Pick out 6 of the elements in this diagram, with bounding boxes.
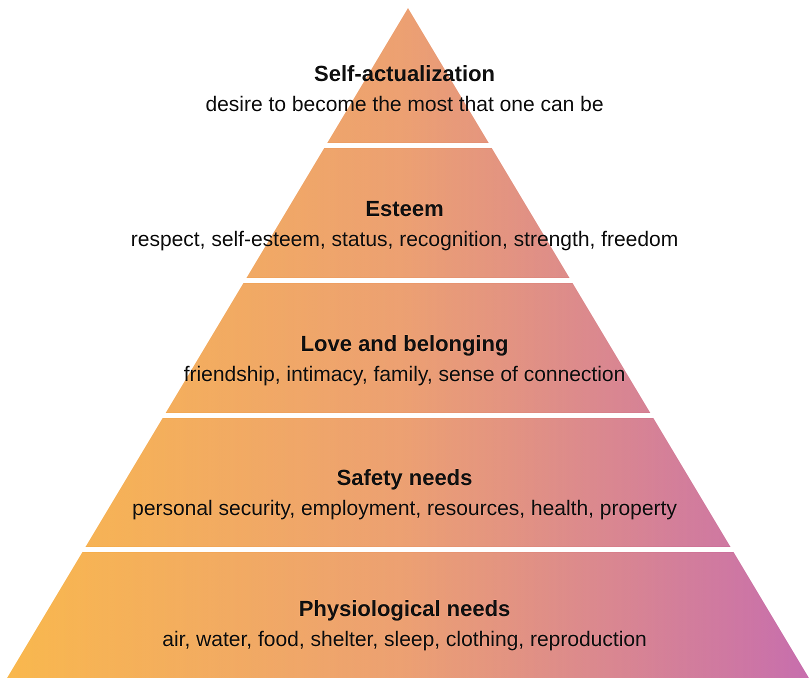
- level-title: Esteem: [365, 195, 444, 223]
- level-description: air, water, food, shelter, sleep, clothing, reproduction: [162, 627, 647, 653]
- level-title: Physiological needs: [298, 595, 510, 623]
- level-title: Love and belonging: [300, 330, 508, 358]
- level-description: personal security, employment, resources, health, property: [132, 496, 677, 522]
- level-title: Safety needs: [336, 464, 472, 492]
